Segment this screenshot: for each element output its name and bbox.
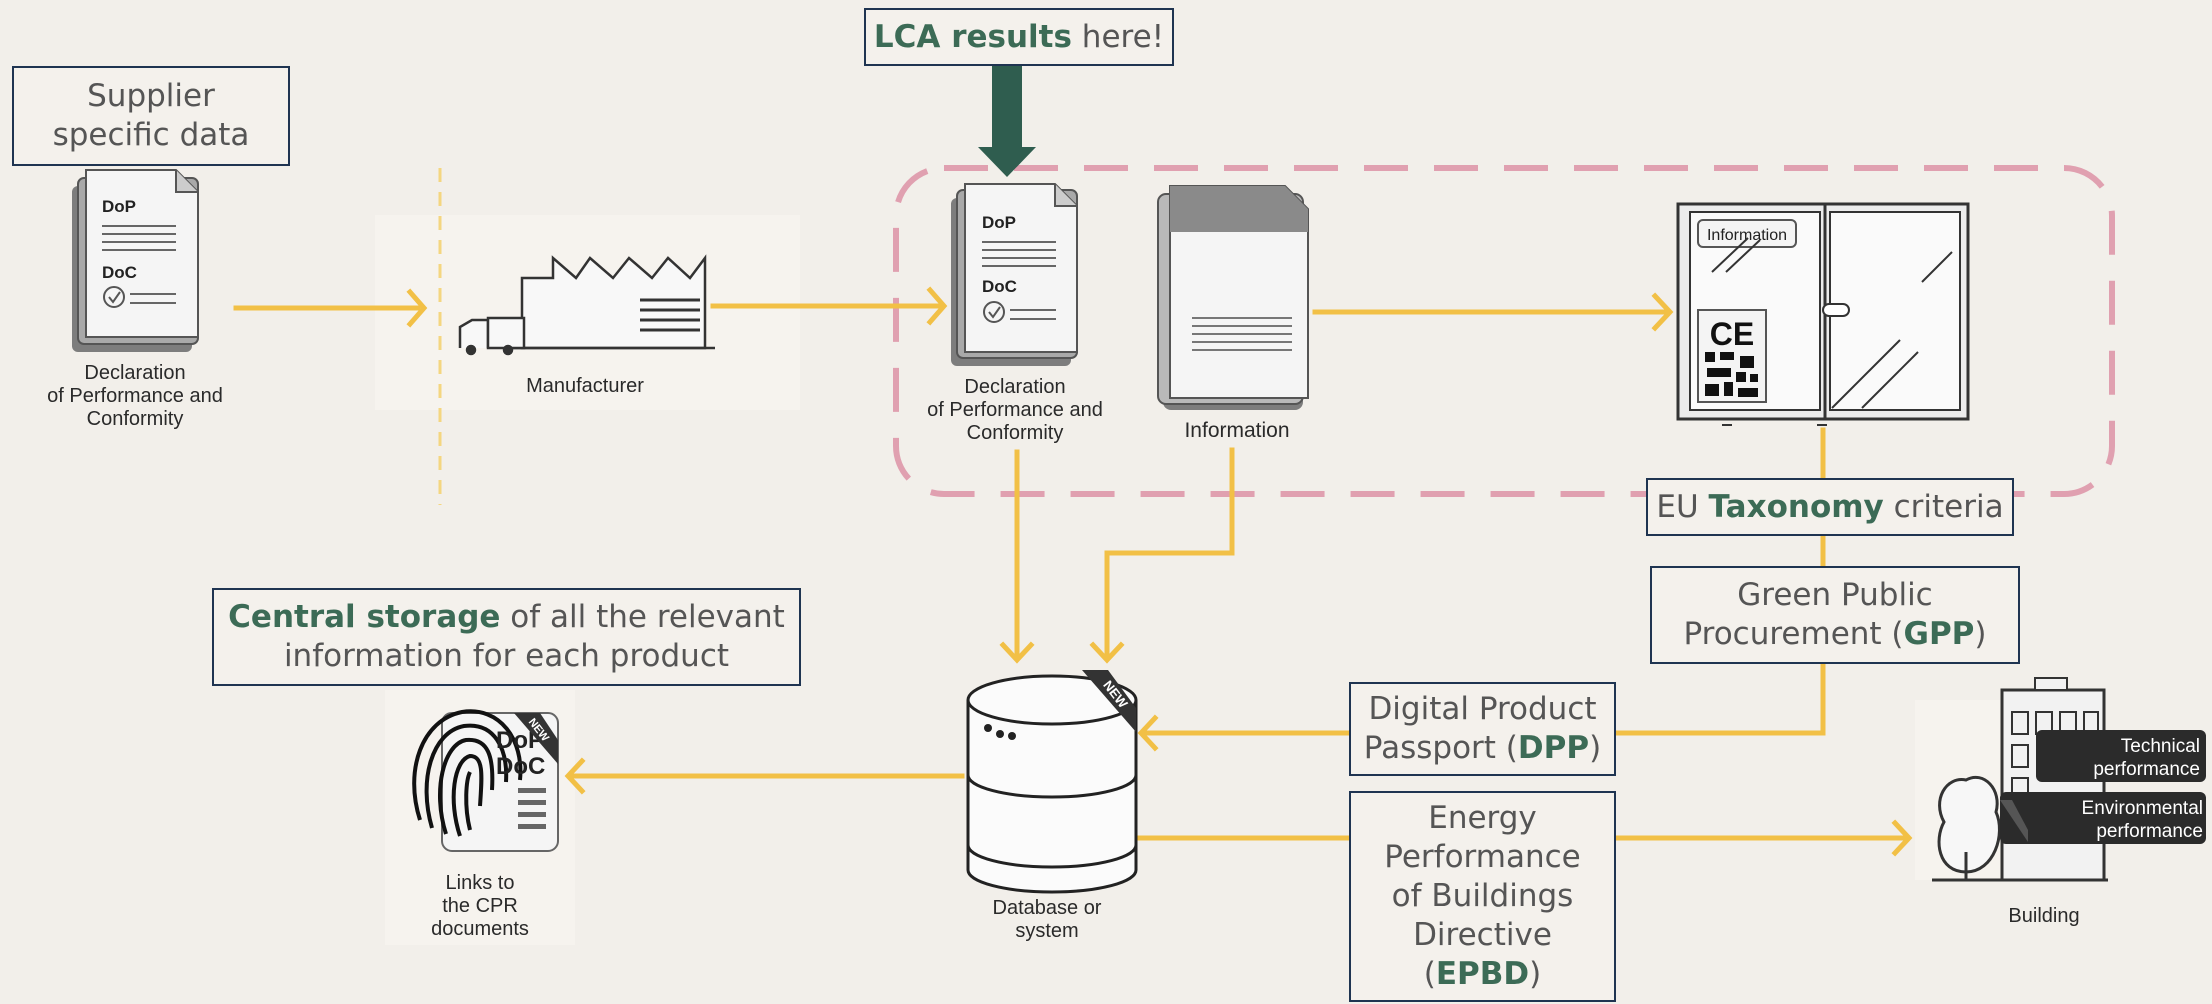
environmental-tag-line2: performance [2096, 821, 2203, 842]
truck-icon [458, 316, 526, 356]
qr-code [1705, 352, 1758, 397]
declaration-dop-text: DoP [982, 213, 1016, 232]
information-document-icon [1157, 185, 1309, 410]
dpp-box: Digital Product Passport (DPP) [1349, 682, 1616, 776]
links-caption: Links to the CPR documents [400, 872, 560, 941]
lca-results-rest: here! [1071, 18, 1165, 55]
gpp-line2-pre: Procurement ( [1683, 616, 1904, 652]
database-caption-line2: system [1015, 920, 1079, 942]
dpp-line2-pre: Passport ( [1363, 730, 1518, 766]
epbd-highlight: EPBD [1435, 956, 1530, 992]
window-information-tag: Information [1707, 227, 1787, 244]
information-caption: Information [1184, 419, 1290, 442]
gpp-highlight: GPP [1903, 616, 1975, 652]
supplier-caption-line1: Declaration [84, 362, 186, 384]
epbd-line5-post: ) [1529, 956, 1542, 992]
ce-mark: CE [1710, 316, 1754, 352]
technical-tag-line1: Technical [2121, 736, 2200, 757]
factory-icon [505, 254, 715, 350]
database-caption: Database or system [962, 897, 1132, 943]
technical-tag-line2: performance [2093, 759, 2200, 780]
eu-taxonomy-box: EU Taxonomy criteria [1646, 478, 2014, 536]
declaration-caption-line1: Declaration [964, 376, 1066, 398]
gpp-box: Green Public Procurement (GPP) [1650, 566, 2020, 664]
technical-performance-tag [2036, 730, 2206, 782]
environmental-tag-line1: Environmental [2082, 798, 2203, 819]
declaration-caption: Declaration of Performance and Conformit… [920, 376, 1110, 445]
supplier-caption-line2: of Performance and [47, 385, 223, 407]
lca-results-highlight: LCA results [873, 18, 1072, 55]
database-caption-line1: Database or [992, 897, 1102, 919]
central-storage-box: Central storage of all the relevant info… [212, 588, 801, 686]
supplier-document-caption: Declaration of Performance and Conformit… [40, 362, 230, 431]
declaration-document-icon: DoP DoC [951, 183, 1078, 366]
manufacturer-caption: Manufacturer [526, 375, 644, 397]
environmental-performance-tag [2000, 792, 2206, 844]
supplier-data-line2: specific data [52, 117, 250, 153]
epbd-line1: Energy [1428, 800, 1537, 836]
gpp-line1: Green Public [1737, 577, 1933, 613]
links-caption-line3: documents [431, 918, 529, 940]
links-caption-line1: Links to [445, 872, 515, 894]
eu-taxonomy-pre: EU [1656, 488, 1709, 525]
links-caption-line2: the CPR [442, 895, 518, 917]
dpp-highlight: DPP [1517, 730, 1590, 766]
window-product-icon: Information CE [1676, 202, 1970, 426]
central-storage-line2: information for each product [283, 638, 730, 674]
epbd-line2: Performance [1384, 839, 1581, 875]
building-caption: Building [2008, 905, 2080, 927]
epbd-line4: Directive [1413, 917, 1552, 953]
dpp-line1: Digital Product [1368, 691, 1597, 727]
supplier-doc-text: DoC [102, 263, 137, 282]
central-storage-highlight: Central storage [228, 599, 501, 635]
declaration-caption-line3: Conformity [966, 422, 1064, 444]
eu-taxonomy-post: criteria [1883, 488, 2004, 525]
fingerprint-document-icon: DoP DoC NEW [412, 709, 559, 852]
supplier-data-box: Supplier specific data [12, 66, 290, 166]
declaration-doc-text: DoC [982, 277, 1017, 296]
supplier-document-icon: DoP DoC [72, 169, 199, 352]
epbd-box: Energy Performance of Buildings Directiv… [1349, 791, 1616, 1002]
dpp-line2-post: ) [1589, 730, 1602, 766]
lca-arrow-shaft [992, 64, 1022, 149]
epbd-line5-pre: ( [1423, 956, 1436, 992]
epbd-line3: of Buildings [1391, 878, 1574, 914]
arrow-information-database [1104, 447, 1235, 658]
links-doc-text: DoC [496, 753, 545, 780]
lca-arrow-head [978, 147, 1036, 177]
declaration-caption-line2: of Performance and [927, 399, 1103, 421]
supplier-data-line1: Supplier [87, 78, 215, 114]
building-icon: Technical performance Environmental perf… [1915, 677, 2206, 882]
central-storage-rest: of all the relevant [500, 599, 785, 635]
supplier-dop-text: DoP [102, 197, 136, 216]
product-region-outline [893, 165, 2115, 497]
gpp-line2-post: ) [1974, 616, 1987, 652]
database-icon [966, 674, 1138, 894]
eu-taxonomy-highlight: Taxonomy [1708, 488, 1884, 525]
lca-results-box: LCA results here! [864, 8, 1174, 66]
supplier-caption-line3: Conformity [86, 408, 184, 430]
